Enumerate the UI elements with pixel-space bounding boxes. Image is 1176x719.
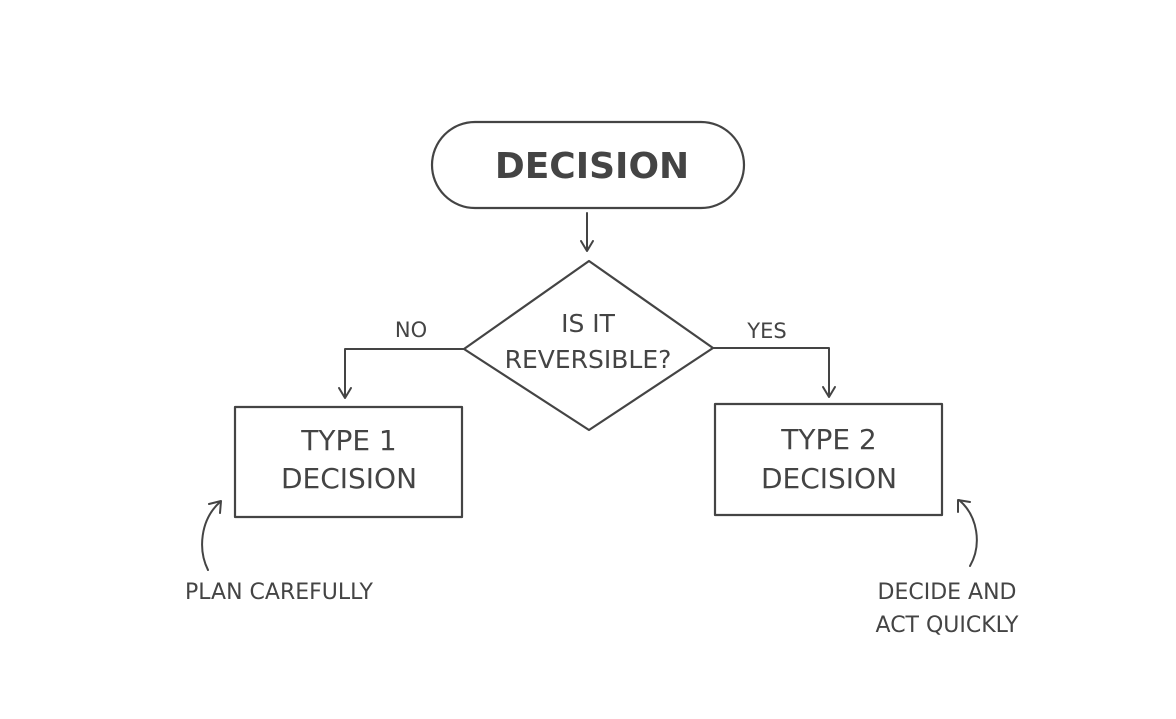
question-node: IS IT REVERSIBLE? (462, 259, 715, 432)
edge-no-head (338, 387, 352, 399)
edge-no-label: NO (395, 318, 427, 342)
start-node-shape (430, 120, 746, 210)
note-left-arrow-head (208, 500, 222, 514)
type2-node-line2: DECISION (761, 462, 897, 495)
edge-yes-head (822, 386, 836, 398)
start-node-label: DECISION (495, 146, 689, 187)
edge-no-line (344, 348, 465, 398)
start-node: DECISION (430, 120, 746, 210)
edge-yes-line (712, 347, 830, 397)
question-node-line1: IS IT (561, 309, 616, 338)
type1-node-shape (233, 405, 464, 519)
arrow-start-to-question-head (580, 240, 594, 252)
type2-node-line1: TYPE 2 (780, 423, 877, 456)
note-right-arrow-curve (958, 499, 978, 567)
type2-node-shape (713, 402, 944, 517)
arrow-start-to-question (580, 212, 594, 252)
note-left-text: PLAN CAREFULLY (185, 580, 373, 605)
edge-yes-label: YES (746, 319, 786, 343)
question-node-line2: REVERSIBLE? (505, 345, 672, 374)
note-right-line1: DECIDE AND (878, 580, 1017, 605)
note-right-line2: ACT QUICKLY (876, 613, 1019, 638)
note-right-arrow (957, 499, 978, 567)
note-right-arrow-head (957, 499, 971, 513)
note-left-arrow-curve (201, 501, 221, 571)
type2-node: TYPE 2 DECISION (713, 402, 944, 517)
edge-yes: YES (712, 319, 836, 398)
question-node-shape (462, 259, 715, 432)
type1-node: TYPE 1 DECISION (233, 405, 464, 519)
note-left-arrow (201, 500, 222, 571)
type1-node-line1: TYPE 1 (300, 424, 397, 457)
type1-node-line2: DECISION (281, 462, 417, 495)
edge-no: NO (338, 318, 465, 399)
